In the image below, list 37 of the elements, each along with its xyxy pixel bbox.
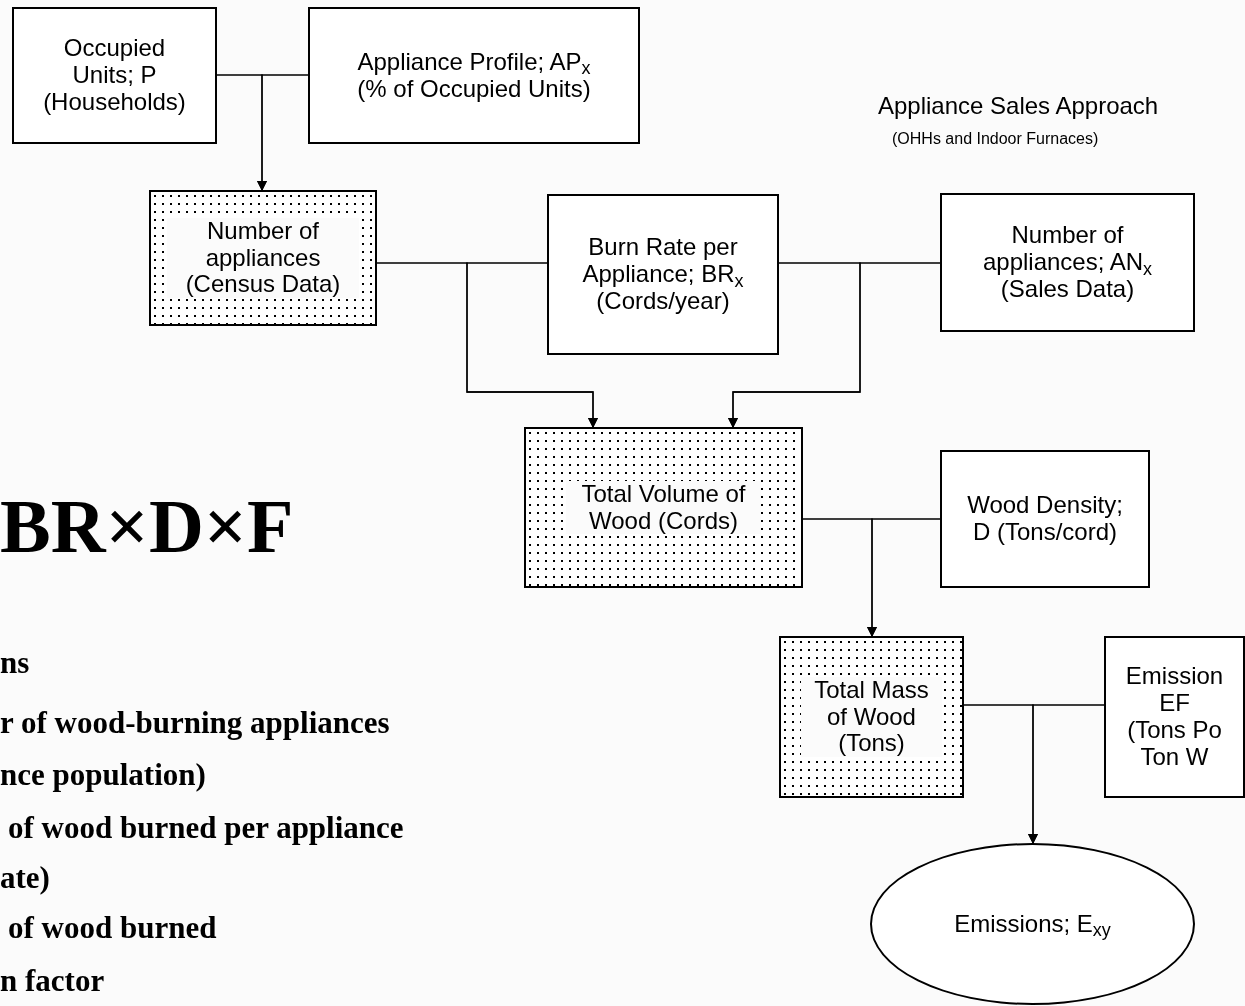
formula-text: BR×D×F (0, 488, 294, 564)
box-label: EF (1159, 690, 1190, 717)
box-label: Total Mass of Wood (Tons) (801, 676, 942, 758)
definition-text: of wood burned per appliance (8, 809, 404, 847)
connector-arrow (1028, 704, 1105, 844)
section-subheading: (OHHs and Indoor Furnaces) (892, 129, 1099, 149)
section-heading: Appliance Sales Approach (878, 91, 1159, 121)
connector-arrow (257, 74, 309, 191)
box-label: Total Volume of Wood (Cords) (566, 480, 761, 535)
definition-text: ns (0, 644, 30, 682)
process-box (308, 7, 640, 144)
box-label: Number of appliances (Census Data) (167, 217, 359, 299)
process-box (940, 450, 1150, 588)
definition-text: of wood burned (8, 909, 217, 947)
process-box (547, 194, 779, 355)
definition-text: ate) (0, 859, 50, 897)
box-label: (Tons Po (1127, 717, 1222, 744)
process-box (1104, 636, 1245, 798)
shaded-process-box (149, 190, 377, 326)
box-label: Wood Density; D (Tons/cord) (966, 492, 1124, 546)
definition-text: r of wood-burning appliances (0, 704, 390, 742)
box-label: Occupied Units; P (Households) (42, 35, 187, 116)
box-label: Ton W (1140, 743, 1209, 771)
shaded-process-box (524, 427, 803, 588)
definition-text: n factor (0, 962, 105, 1000)
box-label: Number of appliances; AN$_{x}$ (Sales Data) (981, 222, 1154, 303)
process-box (12, 7, 217, 144)
shaded-process-box (779, 636, 964, 798)
box-label: Emission (1125, 663, 1224, 691)
process-box (940, 193, 1195, 332)
connector-arrow (466, 262, 598, 428)
box-label: Emissions; E$_{xy}$ (954, 910, 1111, 938)
connector-arrow (728, 262, 941, 428)
box-label: Appliance Profile; AP$_{x}$ (% of Occupied Units) (356, 48, 592, 103)
box-label: Burn Rate per Appliance; BR$_{x}$ (Cords/year) (581, 234, 745, 315)
definition-text: nce population) (0, 756, 206, 794)
connector-arrow (867, 518, 941, 637)
